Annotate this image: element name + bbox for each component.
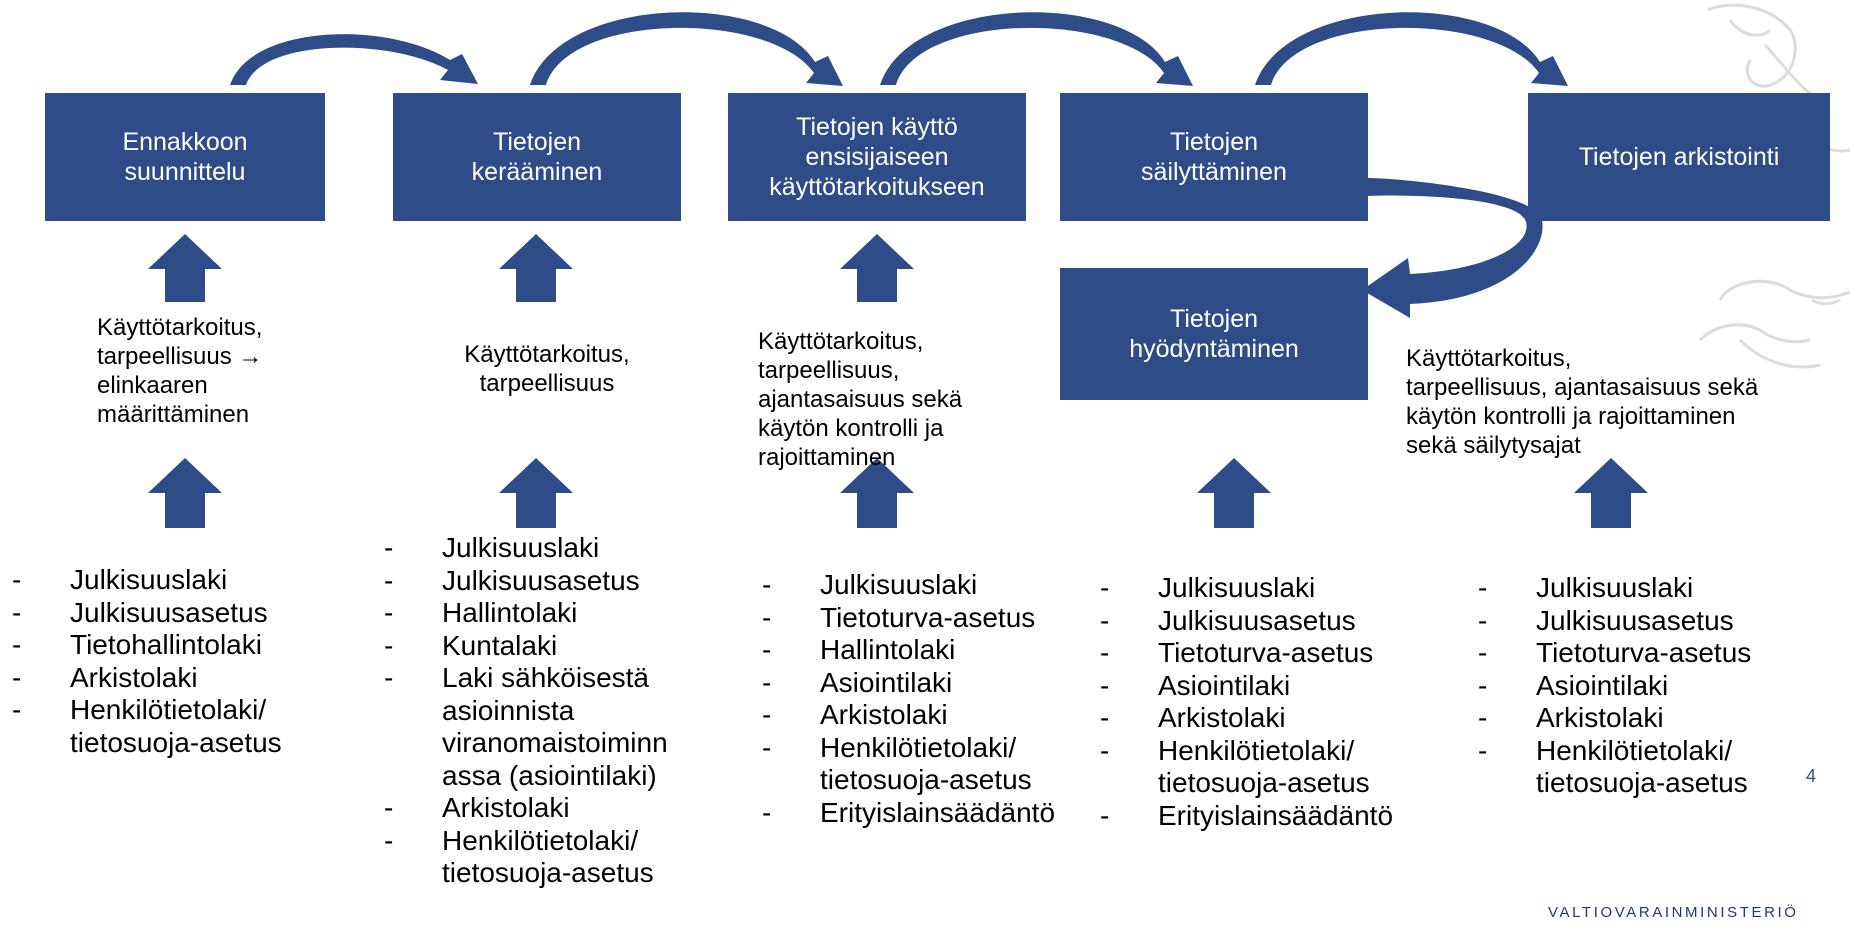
phase-label: Tietojen säilyttäminen bbox=[1141, 128, 1287, 186]
phase-box-storage: Tietojen säilyttäminen bbox=[1060, 93, 1368, 221]
page-number: 4 bbox=[1806, 766, 1817, 786]
up-arrow-icon bbox=[499, 234, 573, 302]
phase-label: Tietojen käyttö ensisijaiseen käyttötark… bbox=[769, 113, 985, 201]
up-arrow-icon bbox=[148, 234, 222, 302]
law-item: tietosuoja-asetus bbox=[820, 764, 1032, 795]
law-item: -Julkisuusasetus bbox=[12, 596, 268, 628]
law-item: -Asiointilaki bbox=[1478, 669, 1669, 701]
phase-box-utilization: Tietojen hyödyntäminen bbox=[1060, 268, 1368, 400]
law-list-storage: -Julkisuuslaki -Julkisuusasetus -Tietotu… bbox=[1100, 572, 1440, 832]
law-item: tietosuoja-asetus bbox=[1536, 767, 1748, 798]
curved-arrow-icon bbox=[1255, 12, 1568, 86]
curved-arrow-icon bbox=[880, 12, 1193, 86]
law-item: -Arkistolaki bbox=[384, 792, 570, 823]
law-item: -Erityislainsäädäntö bbox=[1100, 799, 1394, 831]
law-item: tietosuoja-asetus bbox=[1158, 767, 1370, 798]
law-list-collection: -Julkisuuslaki -Julkisuusasetus -Hallint… bbox=[384, 532, 714, 890]
law-item: -Asiointilaki bbox=[1100, 669, 1291, 701]
curved-arrow-icon bbox=[230, 34, 478, 85]
phase-label: Ennakkoon suunnittelu bbox=[122, 128, 248, 186]
requirement-text: Käyttötarkoitus, tarpeellisuus, ajantasa… bbox=[1406, 345, 1759, 459]
phase-box-collection: Tietojen kerääminen bbox=[393, 93, 681, 221]
up-arrow-icon bbox=[1574, 458, 1648, 528]
law-item: -Henkilötietolaki/ bbox=[12, 694, 267, 725]
law-item: -Arkistolaki bbox=[1100, 702, 1286, 733]
ministry-logo-text: VALTIOVARAINMINISTERIÖ bbox=[1548, 904, 1799, 921]
law-item: -Asiointilaki bbox=[762, 666, 953, 698]
phase-label: Tietojen arkistointi bbox=[1578, 143, 1780, 171]
up-arrow-icon bbox=[840, 458, 914, 528]
phase-box-primary-use: Tietojen käyttö ensisijaiseen käyttötark… bbox=[728, 93, 1026, 221]
law-item: -Arkistolaki bbox=[1478, 702, 1664, 733]
requirement-text: Käyttötarkoitus, tarpeellisuus, ajantasa… bbox=[758, 328, 963, 471]
law-item: -Kuntalaki bbox=[384, 629, 558, 661]
curved-arrow-icon bbox=[530, 12, 843, 86]
law-item: -Julkisuuslaki bbox=[1100, 572, 1316, 603]
law-item: -Julkisuuslaki bbox=[762, 569, 978, 600]
law-item: -Henkilötietolaki/ bbox=[384, 824, 639, 856]
law-item: -Tietoturva-asetus bbox=[1478, 637, 1752, 668]
phase-label: Tietojen hyödyntäminen bbox=[1129, 305, 1299, 363]
law-item: assa (asiointilaki) bbox=[442, 759, 657, 791]
law-item: -Henkilötietolaki/ bbox=[762, 731, 1017, 763]
phase-box-planning: Ennakkoon suunnittelu bbox=[45, 93, 325, 221]
law-item: -Julkisuuslaki bbox=[1478, 572, 1694, 603]
law-item: -Julkisuuslaki bbox=[12, 564, 228, 595]
law-item: -Hallintolaki bbox=[762, 634, 956, 665]
law-list-archiving: -Julkisuuslaki -Julkisuusasetus -Tietotu… bbox=[1478, 572, 1818, 800]
law-item: -Hallintolaki bbox=[384, 597, 578, 628]
law-item: -Julkisuusasetus bbox=[1100, 604, 1356, 636]
up-arrows bbox=[148, 234, 1648, 528]
law-list-primary-use: -Julkisuuslaki -Tietoturva-asetus -Halli… bbox=[762, 569, 1092, 829]
curved-arrows bbox=[230, 12, 1568, 318]
law-list-planning: -Julkisuuslaki -Julkisuusasetus -Tietoha… bbox=[12, 564, 342, 759]
phase-box-archiving: Tietojen arkistointi bbox=[1528, 93, 1830, 221]
law-item: -Arkistolaki bbox=[12, 661, 198, 693]
law-item: -Tietoturva-asetus bbox=[762, 601, 1036, 633]
law-item: asioinnista bbox=[442, 694, 575, 726]
law-item: -Julkisuusasetus bbox=[384, 564, 640, 596]
law-item: tietosuoja-asetus bbox=[442, 857, 654, 888]
law-item: viranomaistoiminn bbox=[442, 727, 668, 758]
curved-arrow-icon bbox=[1362, 178, 1543, 318]
law-item: -Julkisuuslaki bbox=[384, 532, 600, 563]
up-arrow-icon bbox=[148, 458, 222, 528]
law-item: -Henkilötietolaki/ bbox=[1478, 734, 1733, 766]
requirement-text: Käyttötarkoitus, tarpeellisuus bbox=[464, 341, 630, 397]
requirement-text: Käyttötarkoitus, tarpeellisuus → elinkaa… bbox=[97, 314, 263, 428]
up-arrow-icon bbox=[840, 234, 914, 302]
up-arrow-icon bbox=[1197, 458, 1271, 528]
law-item: -Tietohallintolaki bbox=[12, 629, 262, 660]
law-item: tietosuoja-asetus bbox=[70, 726, 282, 758]
law-item: -Laki sähköisestä bbox=[384, 662, 650, 693]
law-item: -Erityislainsäädäntö bbox=[762, 796, 1056, 828]
law-item: -Julkisuusasetus bbox=[1478, 604, 1734, 636]
up-arrow-icon bbox=[499, 458, 573, 528]
law-item: -Arkistolaki bbox=[762, 699, 948, 730]
phase-label: Tietojen kerääminen bbox=[471, 128, 603, 186]
law-item: -Tietoturva-asetus bbox=[1100, 637, 1374, 668]
law-item: -Henkilötietolaki/ bbox=[1100, 734, 1355, 766]
